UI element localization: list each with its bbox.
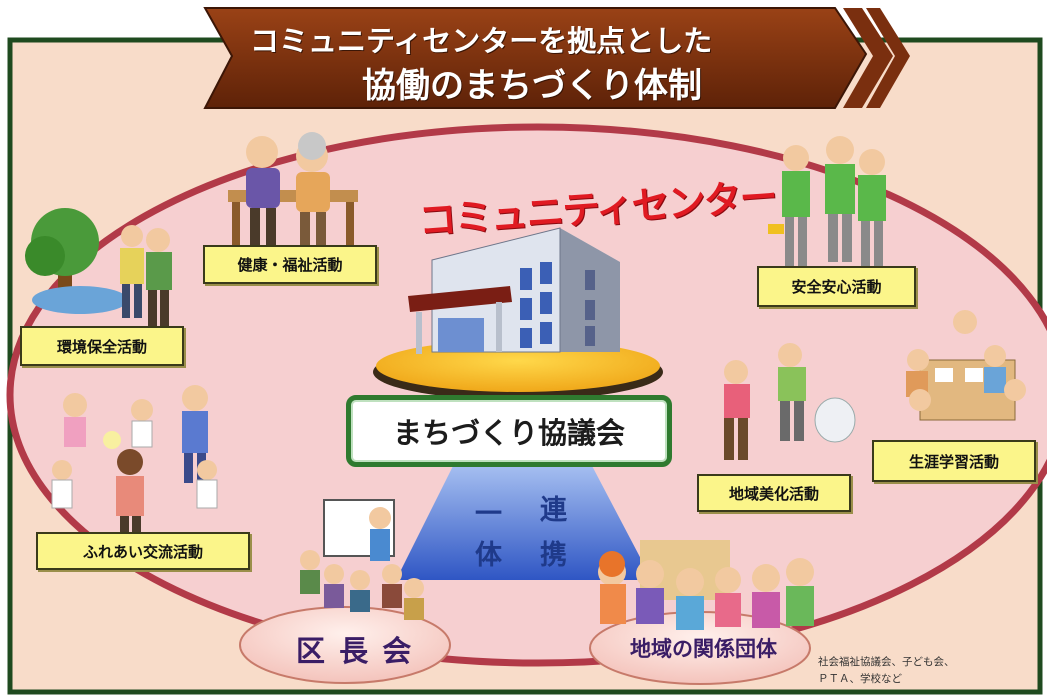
building-pad [376,340,660,392]
learning-illustration [906,310,1026,421]
title-banner [203,7,910,109]
triangle-char-left-1: 一 [475,499,502,530]
ward-chiefs-oval [239,606,451,684]
activity-label-health-welfare: 健康・福祉活動 [203,245,377,284]
triangle-char-left-2: 体 [475,540,502,571]
activity-label-exchange: ふれあい交流活動 [36,532,250,570]
cooperation-triangle [396,462,652,580]
ward-meeting-illustration [300,499,424,620]
triangle-char-right-2: 携 [540,540,567,571]
activity-label-beautification: 地域美化活動 [697,474,851,512]
exchange-illustration [51,385,218,542]
elderly-couple-illustration [228,132,358,252]
activity-label-lifelong-learning: 生涯学習活動 [872,440,1036,482]
related-groups-illustration [598,540,814,630]
town-planning-council-label: まちづくり協議会 [346,395,672,467]
ward-chiefs-label: 区 長 会 [296,634,414,668]
community-center-building [408,227,620,354]
environment-illustration [25,208,172,326]
triangle-char-right-1: 連 [540,495,567,526]
related-groups-note-line-2: ＰＴＡ、学校など [818,673,902,685]
title-line-2: 協働のまちづくり体制 [362,66,702,106]
related-groups-label: 地域の関係団体 [630,637,777,661]
safety-illustration [768,136,886,267]
activity-label-safety: 安全安心活動 [757,266,916,307]
title-line-1: コミュニティセンターを拠点とした [250,24,713,58]
beautification-illustration [724,343,856,460]
activity-label-environment: 環境保全活動 [20,326,184,366]
related-groups-note-line-1: 社会福祉協議会、子ども会、 [818,656,955,668]
